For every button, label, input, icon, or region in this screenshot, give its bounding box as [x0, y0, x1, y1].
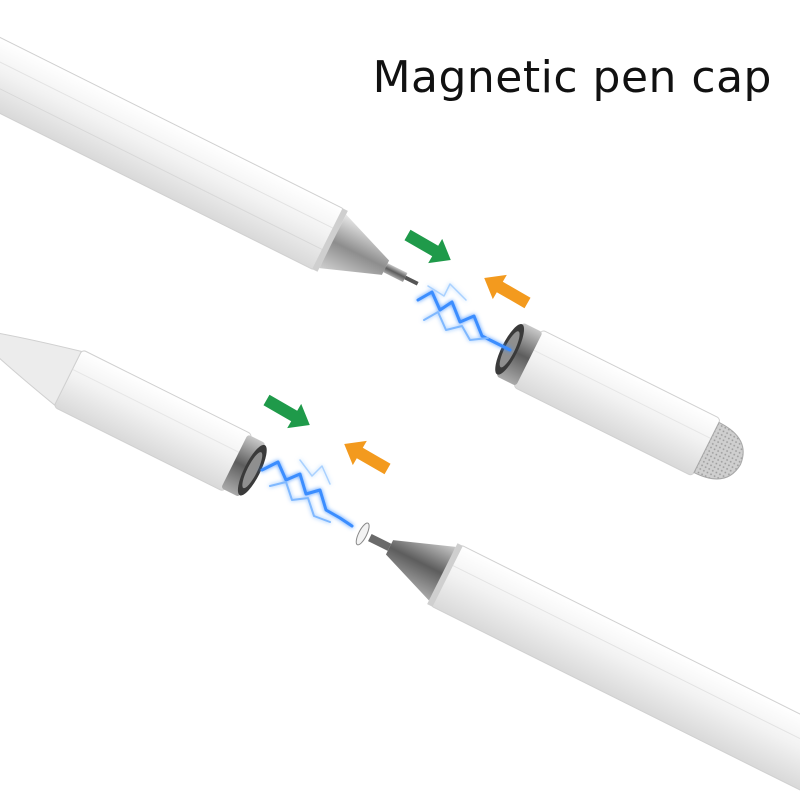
disc-tip — [355, 522, 370, 546]
green-arrow-icon — [263, 394, 310, 429]
headline: Magnetic pen cap — [372, 52, 772, 103]
lower-cap — [0, 328, 267, 496]
upper-cap — [495, 323, 744, 480]
green-arrow-icon — [404, 229, 451, 264]
orange-arrow-icon — [344, 440, 391, 475]
magnetic-spark-icon — [260, 459, 354, 528]
mesh-tip-icon — [693, 421, 744, 480]
lower-pen-barrel — [355, 522, 800, 792]
orange-arrow-icon — [484, 274, 531, 309]
magnetic-spark-icon — [416, 283, 512, 352]
upper-pen-barrel — [0, 23, 419, 286]
